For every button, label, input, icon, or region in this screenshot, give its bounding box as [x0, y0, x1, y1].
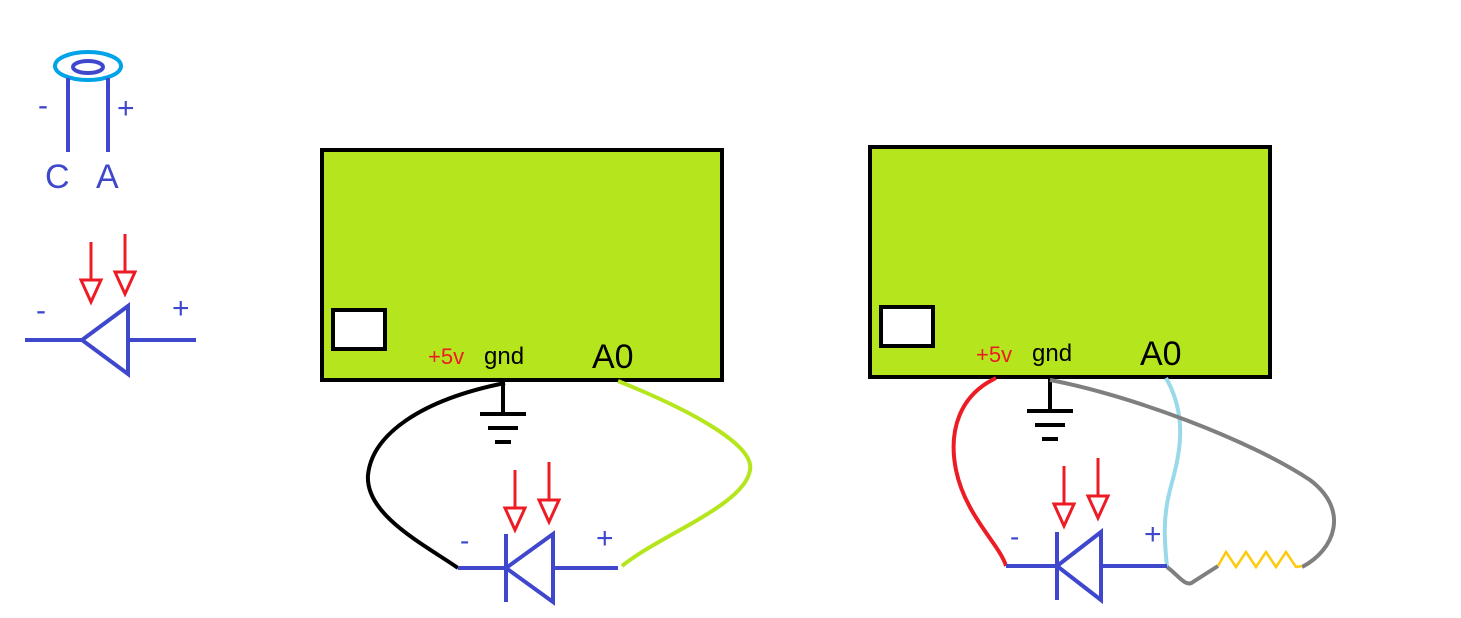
- symbol-plus-label: +: [172, 292, 190, 325]
- board-port: [879, 305, 935, 348]
- pin-a0-label: A0: [592, 338, 634, 376]
- pin-5v-label: +5v: [428, 344, 464, 369]
- pin-gnd-label: gnd: [1032, 340, 1072, 367]
- diode-minus-label: -: [1010, 521, 1019, 552]
- green-wire: [617, 379, 753, 568]
- ground-symbol-icon: [1027, 377, 1073, 441]
- diode-plus-label: +: [596, 522, 614, 555]
- black-wire: [365, 381, 506, 570]
- circuit-left: +5v gnd A0 - +: [320, 148, 753, 606]
- gray-wire-short: [1165, 564, 1220, 586]
- light-arrow-icon: [1052, 456, 1110, 528]
- arduino-board: [868, 145, 1272, 379]
- cathode-label: C: [45, 158, 70, 196]
- pin-gnd-label: gnd: [484, 343, 524, 370]
- photodiode-symbol-icon: [25, 232, 196, 378]
- pin-a0-label: A0: [1140, 335, 1182, 373]
- light-arrow-icon: [503, 460, 561, 532]
- anode-label: A: [96, 158, 119, 196]
- circuit-right: +5v gnd A0 - +: [868, 145, 1337, 605]
- symbol-triangle: [78, 302, 130, 378]
- symbol-minus-label: -: [36, 294, 46, 327]
- diode-minus-label: -: [460, 525, 469, 556]
- gray-wire: [1049, 378, 1337, 569]
- photodiode-symbol-icon: [1006, 456, 1167, 605]
- package-minus-label: -: [38, 89, 48, 122]
- photodiode-lens-inner: [71, 59, 105, 75]
- arduino-board: [320, 148, 724, 382]
- package-plus-label: +: [117, 92, 135, 125]
- pin-5v-label: +5v: [976, 342, 1012, 367]
- board-port: [331, 308, 387, 351]
- photodiode-symbol-icon: [458, 460, 618, 606]
- photodiode-lens: [53, 50, 123, 82]
- light-arrow-icon: [79, 232, 137, 304]
- diode-plus-label: +: [1144, 518, 1162, 551]
- ground-symbol-icon: [480, 380, 526, 444]
- red-wire: [951, 376, 1008, 567]
- photodiode-package-icon: [53, 50, 123, 152]
- resistor-icon: [1216, 549, 1303, 570]
- light-blue-wire: [1162, 377, 1183, 568]
